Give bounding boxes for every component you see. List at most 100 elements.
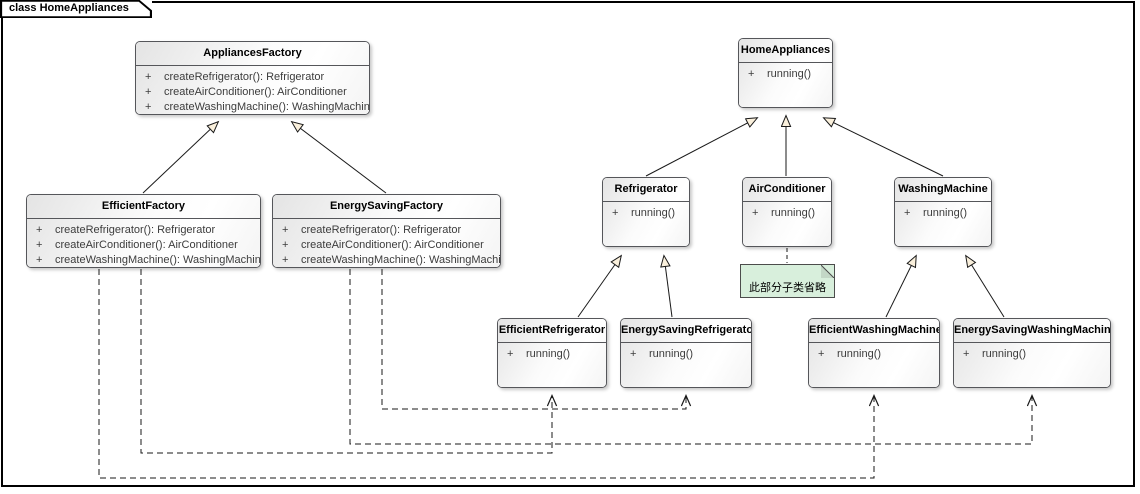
visibility-marker: + xyxy=(36,254,43,266)
operation-signature: createWashingMachine(): WashingMachine xyxy=(55,254,261,266)
class-title: EnergySavingFactory xyxy=(273,195,500,219)
operation-row: + running() xyxy=(603,206,689,221)
operation-row: + createAirConditioner(): AirConditioner xyxy=(27,238,260,253)
class-title: EnergySavingRefrigerator xyxy=(621,319,751,343)
class-title: WashingMachine xyxy=(895,178,991,202)
gen-refrigerator xyxy=(645,118,757,177)
visibility-marker: + xyxy=(748,68,755,80)
class-title: AppliancesFactory xyxy=(136,42,369,66)
class-operations: + running() xyxy=(498,343,606,362)
operation-signature: running() xyxy=(923,207,968,219)
class-operations: + running() xyxy=(809,343,939,362)
class-operations: + createRefrigerator(): Refrigerator + c… xyxy=(27,219,261,267)
operation-signature: running() xyxy=(526,348,571,360)
operation-signature: createAirConditioner(): AirConditioner xyxy=(164,86,347,98)
frame-title: class HomeAppliances xyxy=(9,2,129,14)
operation-row: + createWashingMachine(): WashingMachine xyxy=(27,253,261,267)
operation-row: + running() xyxy=(743,206,831,221)
operation-signature: running() xyxy=(982,348,1027,360)
operation-row: + createAirConditioner(): AirConditioner xyxy=(273,238,500,253)
operation-signature: createRefrigerator(): Refrigerator xyxy=(164,71,325,83)
frame-label-tab xyxy=(0,0,152,18)
visibility-marker: + xyxy=(145,101,152,113)
operation-signature: running() xyxy=(631,207,676,219)
visibility-marker: + xyxy=(630,348,637,360)
operation-signature: running() xyxy=(771,207,816,219)
class-operations: + running() xyxy=(739,63,832,82)
gen-efficient-washing-machine xyxy=(885,256,916,318)
class-box-efficient-refrigerator[interactable]: EfficientRefrigerator + running() xyxy=(497,318,607,388)
gen-energy-saving-washing-machine xyxy=(966,256,1005,318)
operation-row: + running() xyxy=(954,347,1110,362)
operation-row: + createRefrigerator(): Refrigerator xyxy=(273,223,500,238)
visibility-marker: + xyxy=(507,348,514,360)
note-fold-icon xyxy=(821,265,834,278)
class-box-washing-machine[interactable]: WashingMachine + running() xyxy=(894,177,992,247)
operation-row: + createRefrigerator(): Refrigerator xyxy=(27,223,260,238)
visibility-marker: + xyxy=(36,224,43,236)
visibility-marker: + xyxy=(818,348,825,360)
operation-signature: createRefrigerator(): Refrigerator xyxy=(301,224,462,236)
operation-signature: running() xyxy=(649,348,694,360)
gen-efficient-factory xyxy=(142,122,218,194)
gen-washing-machine xyxy=(824,118,944,177)
operation-signature: createWashingMachine(): WashingMachine xyxy=(164,101,370,113)
visibility-marker: + xyxy=(752,207,759,219)
visibility-marker: + xyxy=(612,207,619,219)
operation-signature: running() xyxy=(767,68,812,80)
operation-signature: createRefrigerator(): Refrigerator xyxy=(55,224,216,236)
operation-row: + running() xyxy=(498,347,606,362)
class-title: Refrigerator xyxy=(603,178,689,202)
visibility-marker: + xyxy=(282,239,289,251)
note-box[interactable]: 此部分子类省略 xyxy=(740,264,835,298)
gen-energy-saving-factory xyxy=(292,122,387,194)
class-box-air-conditioner[interactable]: AirConditioner + running() xyxy=(742,177,832,247)
note-text: 此部分子类省略 xyxy=(749,282,826,294)
class-operations: + createRefrigerator(): Refrigerator + c… xyxy=(273,219,501,267)
dep-efficient-factory-efficient-refrigerator xyxy=(140,269,552,454)
operation-row: + createWashingMachine(): WashingMachine xyxy=(136,100,370,114)
gen-efficient-refrigerator xyxy=(577,256,621,318)
class-title: EnergySavingWashingMachine xyxy=(954,319,1110,343)
dep-energy-saving-factory-energy-saving-refrigerator xyxy=(381,269,686,410)
operation-row: + running() xyxy=(621,347,751,362)
class-operations: + running() xyxy=(621,343,751,362)
visibility-marker: + xyxy=(904,207,911,219)
class-box-energy-saving-factory[interactable]: EnergySavingFactory + createRefrigerator… xyxy=(272,194,501,268)
class-operations: + running() xyxy=(603,202,689,221)
visibility-marker: + xyxy=(963,348,970,360)
operation-signature: createAirConditioner(): AirConditioner xyxy=(301,239,484,251)
class-title: EfficientFactory xyxy=(27,195,260,219)
class-operations: + createRefrigerator(): Refrigerator + c… xyxy=(136,66,370,114)
class-operations: + running() xyxy=(954,343,1110,362)
operation-row: + createWashingMachine(): WashingMachine xyxy=(273,253,501,267)
operation-signature: running() xyxy=(837,348,882,360)
class-box-home-appliances[interactable]: HomeAppliances + running() xyxy=(738,38,833,108)
class-operations: + running() xyxy=(895,202,991,221)
class-box-energy-saving-washing-machine[interactable]: EnergySavingWashingMachine + running() xyxy=(953,318,1111,388)
class-title: EfficientWashingMachine xyxy=(809,319,939,343)
gen-energy-saving-refrigerator xyxy=(664,256,673,318)
visibility-marker: + xyxy=(36,239,43,251)
operation-row: + running() xyxy=(895,206,991,221)
dep-energy-saving-factory-energy-saving-washing-machine xyxy=(349,269,1032,445)
visibility-marker: + xyxy=(282,254,289,266)
class-title: EfficientRefrigerator xyxy=(498,319,606,343)
class-operations: + running() xyxy=(743,202,831,221)
class-box-efficient-washing-machine[interactable]: EfficientWashingMachine + running() xyxy=(808,318,940,388)
operation-signature: createAirConditioner(): AirConditioner xyxy=(55,239,238,251)
operation-row: + running() xyxy=(809,347,939,362)
class-box-efficient-factory[interactable]: EfficientFactory + createRefrigerator():… xyxy=(26,194,261,268)
operation-signature: createWashingMachine(): WashingMachine xyxy=(301,254,501,266)
operation-row: + running() xyxy=(739,67,832,82)
frame-tab-shape xyxy=(0,0,152,18)
visibility-marker: + xyxy=(145,86,152,98)
operation-row: + createRefrigerator(): Refrigerator xyxy=(136,70,369,85)
class-box-refrigerator[interactable]: Refrigerator + running() xyxy=(602,177,690,247)
class-box-energy-saving-refrigerator[interactable]: EnergySavingRefrigerator + running() xyxy=(620,318,752,388)
operation-row: + createAirConditioner(): AirConditioner xyxy=(136,85,369,100)
visibility-marker: + xyxy=(282,224,289,236)
class-title: AirConditioner xyxy=(743,178,831,202)
class-box-appliances-factory[interactable]: AppliancesFactory + createRefrigerator()… xyxy=(135,41,370,115)
